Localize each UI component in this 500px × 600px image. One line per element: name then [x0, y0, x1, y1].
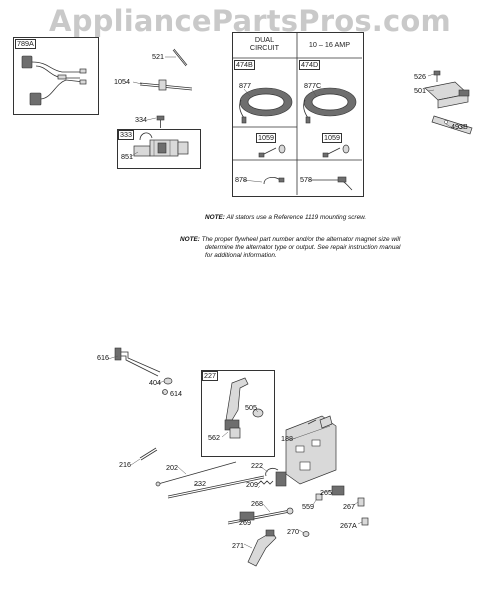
callout-209: 209 — [246, 480, 258, 489]
callout-271: 271 — [232, 541, 244, 550]
callout-1054: 1054 — [114, 77, 130, 86]
choke-cable-icon — [227, 507, 294, 525]
spring-icon — [257, 480, 274, 485]
bushing-icon — [163, 377, 173, 385]
callout-474b: 474B — [234, 60, 255, 70]
note-flywheel: NOTE: The proper flywheel part number an… — [180, 236, 400, 244]
cable-tie-icon — [139, 79, 193, 91]
callout-227: 227 — [202, 371, 218, 381]
header-amp: 10 – 16 AMP — [308, 40, 351, 49]
stator-icon — [239, 87, 293, 124]
armature-icon — [133, 132, 189, 157]
callout-521: 521 — [152, 52, 164, 61]
control-bracket-icon — [285, 415, 337, 485]
callout-526: 526 — [414, 72, 426, 81]
callout-562: 562 — [208, 433, 220, 442]
note-text: All stators use a Reference 1119 mountin… — [226, 214, 367, 221]
callout-493b: 493B — [451, 122, 468, 131]
clip-icon — [263, 176, 281, 185]
washer-icon — [162, 389, 168, 395]
callout-1059-b: 1059 — [322, 133, 342, 143]
callout-559: 559 — [302, 502, 314, 511]
callout-267: 267 — [343, 502, 355, 511]
header-dual-circuit-line1: DUAL — [254, 35, 275, 44]
callout-578: 578 — [300, 175, 312, 184]
callout-877c: 877C — [304, 81, 322, 90]
callout-404: 404 — [149, 378, 161, 387]
screw-icon — [322, 144, 350, 158]
header-dual-circuit-line2: CIRCUIT — [249, 43, 280, 52]
screw-icon — [361, 517, 369, 526]
callout-267a: 267A — [340, 521, 357, 530]
nut-icon — [315, 493, 323, 501]
callout-505: 505 — [245, 403, 257, 412]
screw-icon — [258, 144, 286, 158]
screw-icon — [357, 497, 365, 507]
callout-877: 877 — [239, 81, 251, 90]
callout-878: 878 — [235, 175, 247, 184]
callout-232: 232 — [194, 479, 206, 488]
callout-333: 333 — [118, 130, 134, 140]
callout-789a: 789A — [15, 39, 36, 49]
callout-268: 268 — [251, 499, 263, 508]
callout-269: 269 — [239, 518, 251, 527]
regulator-icon — [424, 70, 473, 135]
link-rod-icon — [157, 461, 237, 485]
note-flywheel-line2: determine the alternator type or output.… — [205, 244, 401, 251]
clamp-icon — [331, 485, 345, 496]
callout-334: 334 — [135, 115, 147, 124]
callout-270: 270 — [287, 527, 299, 536]
callout-614: 614 — [170, 389, 182, 398]
grommet-icon — [302, 531, 310, 537]
note-stator-screw: NOTE: All stators use a Reference 1119 m… — [205, 214, 366, 222]
callout-1059-a: 1059 — [256, 133, 276, 143]
spring-icon — [275, 471, 287, 487]
note-label: NOTE: — [180, 236, 200, 243]
cable-icon — [167, 475, 265, 497]
callout-216: 216 — [119, 460, 131, 469]
stator-icon — [303, 87, 357, 124]
note-flywheel-line3: for additional information. — [205, 252, 277, 259]
throttle-lever-icon — [114, 347, 161, 377]
callout-222: 222 — [251, 461, 263, 470]
callout-265: 265 — [320, 488, 332, 497]
control-lever-icon — [247, 529, 277, 567]
governor-lever-icon — [224, 377, 264, 439]
callout-202: 202 — [166, 463, 178, 472]
callout-616: 616 — [97, 353, 109, 362]
callout-188: 188 — [281, 434, 293, 443]
wire-harness-icon — [21, 55, 87, 106]
pin-icon — [172, 49, 187, 67]
callout-851: 851 — [121, 152, 133, 161]
screw-icon — [156, 115, 165, 128]
note-text: The proper flywheel part number and/or t… — [201, 236, 401, 243]
callout-474d: 474D — [299, 60, 321, 70]
link-rod-icon — [139, 447, 157, 459]
note-label: NOTE: — [205, 214, 225, 221]
callout-501: 501 — [414, 86, 426, 95]
